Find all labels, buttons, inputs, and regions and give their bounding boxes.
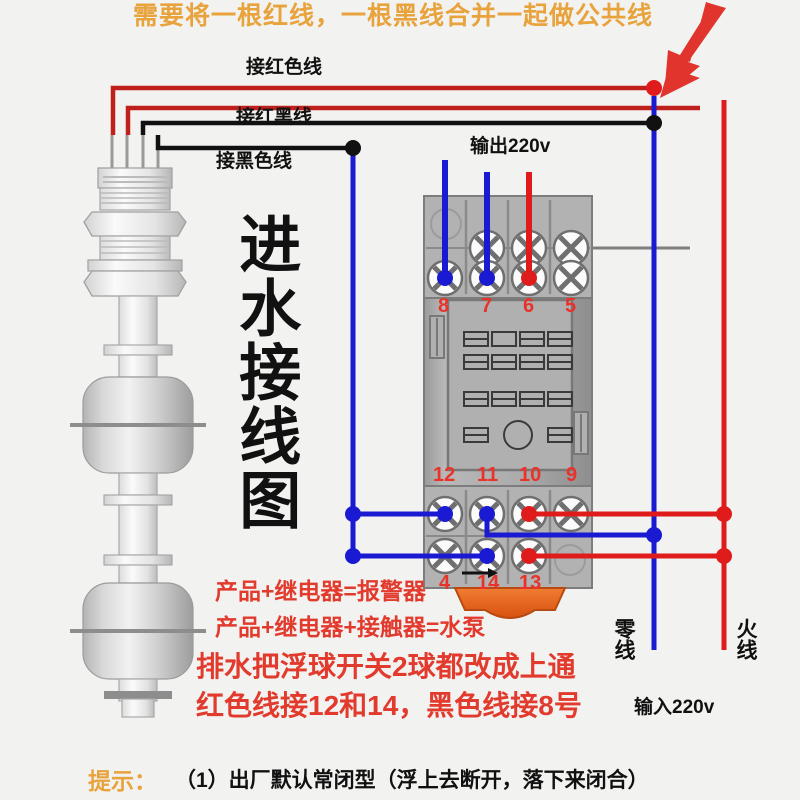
thread-section [99,235,171,261]
page-title: 需要将一根红线，一根黑线合并一起做公共线 [133,2,654,30]
junction-dot-red-top [646,80,662,96]
junction-dot-red-right-10 [716,506,732,522]
label-red-wire: 接红色线 [246,57,323,78]
terminal-number-11: 11 [477,464,499,486]
float-guide-1 [103,344,173,356]
junction-dot-red-t6 [521,270,537,286]
terminal-number-7: 7 [481,295,493,317]
float-ball-upper [70,376,206,474]
relay-slot-grid [463,331,573,450]
contact-direction-arrow [462,568,498,578]
stem-mid-3 [118,564,158,584]
label-black-wire: 接黑色线 [216,151,293,172]
hex-nut-upper [83,211,187,237]
wire-red-black-black [140,120,654,135]
junction-dot-black-mid [345,140,361,156]
hint-body: （1）出厂默认常闭型（浮上去断开，落下来闭合） [175,769,649,792]
terminal-number-5: 5 [565,295,577,317]
float-guide-2 [103,494,173,506]
junction-dot-black-top [646,115,662,131]
diagram-vertical-title: 进水接线图 [229,212,299,532]
junction-dot-blue-12 [345,506,361,522]
junction-dot-red-t13 [521,548,537,564]
junction-dot-blue-t8 [437,270,453,286]
junction-dot-blue-14 [345,548,361,564]
terminal-number-10: 10 [519,464,542,486]
relay-clip [453,587,567,619]
attention-arrow-icon [660,2,726,98]
stem-upper [118,295,158,353]
note-line-3: 排水把浮球开关2球都改成上通 [196,651,576,682]
float-switch-leads [110,135,160,168]
junction-dot-blue-t12 [437,506,453,522]
junction-dot-blue-right-11 [646,527,662,543]
wire-black-bottom [155,135,353,151]
float-ball-lower [70,582,206,680]
float-switch-assembly [70,135,206,718]
note-line-1: 产品+继电器=报警器 [215,578,426,604]
terminal-number-13: 13 [519,572,542,594]
float-switch-gland [97,167,173,211]
label-output-220v: 输出220v [470,136,551,157]
hint-label: 提示： [88,768,157,794]
terminal-number-8: 8 [438,295,450,317]
washer-upper [87,259,183,272]
label-input-220v: 输入220v [634,697,715,718]
wire-red-top [110,85,654,135]
terminal-number-4: 4 [439,572,451,594]
junction-dot-blue-t11 [479,506,495,522]
hex-nut-lower [83,270,187,297]
label-red-black-wire: 接红黑线 [236,107,313,128]
junction-dot-blue-t14 [479,548,495,564]
junction-dot-red-right-13 [716,548,732,564]
note-line-2: 产品+继电器+接触器=水泵 [215,614,486,640]
stem-mid-2 [118,504,158,556]
label-live-line: 火线 [734,618,757,660]
float-guide-3 [103,554,173,566]
terminal-number-12: 12 [433,464,456,486]
junction-dot-blue-t7 [479,270,495,286]
end-stop [104,691,172,699]
terminal-number-14: 14 [477,572,500,594]
note-line-4: 红色线接12和14，黑色线接8号 [196,690,582,721]
stem-tip [121,698,155,718]
wire-red-black-red [125,105,700,135]
stem-upper-2 [118,354,158,378]
terminal-number-6: 6 [523,295,535,317]
stem-mid [118,472,158,496]
junction-dot-red-t10 [521,506,537,522]
terminal-number-9: 9 [566,464,578,486]
label-neutral-line: 零线 [612,618,635,660]
